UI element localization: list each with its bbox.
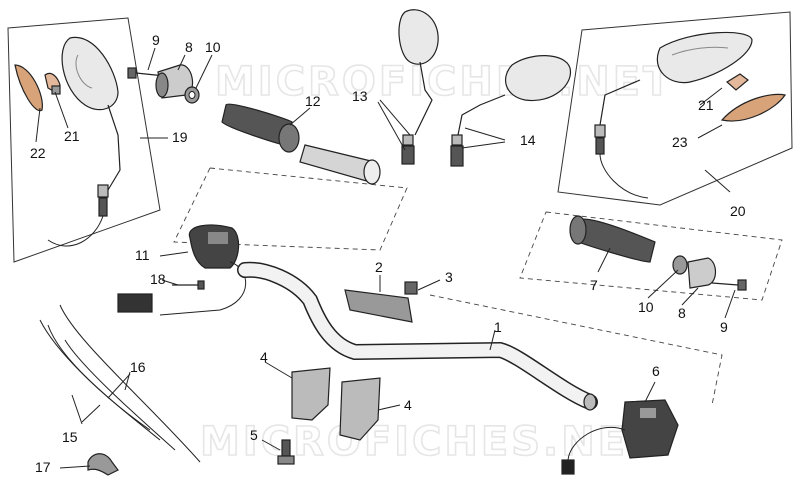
callout-7: 7	[590, 277, 598, 293]
right-switch-housing	[561, 399, 679, 475]
callout-10-right: 10	[638, 299, 654, 315]
clamp-bolt-3	[404, 281, 418, 295]
right-turn-lens	[720, 93, 786, 122]
watermark-bottom: MICROFICHES.NET	[200, 419, 658, 465]
callout-1: 1	[494, 319, 502, 335]
callout-21-left: 21	[64, 128, 80, 144]
callouts: 9 8 10 12 13 14 22 21 19 21 23 20 11 18 …	[30, 32, 746, 475]
handlebar	[237, 261, 598, 411]
callout-22: 22	[30, 145, 46, 161]
left-mirror-kit-frame	[7, 17, 161, 263]
right-mirror	[594, 31, 753, 199]
callout-4-left: 4	[260, 349, 268, 365]
callout-2: 2	[375, 259, 383, 275]
riser-left	[291, 367, 331, 421]
washer-right	[672, 255, 688, 275]
callout-8-left: 8	[185, 39, 193, 55]
cable-bracket-17	[87, 453, 119, 476]
washer-left	[184, 86, 200, 104]
callout-9-left: 9	[152, 32, 160, 48]
left-bulb	[44, 72, 61, 95]
callout-20: 20	[730, 203, 746, 219]
left-mirror	[47, 36, 121, 247]
handlebar-upper-clamp	[344, 289, 413, 323]
callout-16: 16	[130, 359, 146, 375]
callout-12: 12	[305, 93, 321, 109]
callout-10-left: 10	[205, 39, 221, 55]
callout-14: 14	[520, 132, 536, 148]
right-mirror-kit-frame	[557, 11, 793, 206]
watermark-top: MICROFICHES.NET	[215, 59, 673, 105]
left-grip	[221, 103, 300, 153]
bolt-5	[277, 439, 295, 465]
left-switch-group-outline	[173, 167, 408, 251]
mirror-14	[450, 55, 571, 167]
bar-end-weight-left	[155, 64, 194, 99]
callout-17: 17	[35, 459, 51, 475]
mirror-13	[398, 9, 439, 165]
bar-end-bolt-right	[711, 279, 747, 291]
throttle-tube	[299, 144, 381, 185]
throttle-cables	[39, 304, 201, 463]
callout-13: 13	[352, 88, 368, 104]
callout-5: 5	[250, 427, 258, 443]
right-bulb	[725, 73, 749, 91]
bar-end-weight-right	[687, 257, 717, 289]
riser-right	[339, 377, 381, 441]
callout-21-right: 21	[698, 97, 714, 113]
right-grip	[569, 215, 656, 263]
callout-4-right: 4	[404, 397, 412, 413]
right-grip-group-outline	[519, 211, 783, 301]
handlebar-group-outline	[429, 294, 723, 406]
callout-19: 19	[172, 129, 188, 145]
callout-6: 6	[652, 363, 660, 379]
callout-9-right: 9	[720, 319, 728, 335]
callout-8-right: 8	[678, 305, 686, 321]
leader-lines	[35, 47, 736, 469]
left-turn-lens	[14, 64, 43, 112]
callout-18: 18	[150, 271, 166, 287]
callout-11: 11	[135, 247, 150, 263]
left-switch-housing	[117, 224, 247, 316]
callout-3: 3	[445, 269, 453, 285]
callout-23: 23	[672, 134, 688, 150]
callout-15: 15	[62, 429, 78, 445]
